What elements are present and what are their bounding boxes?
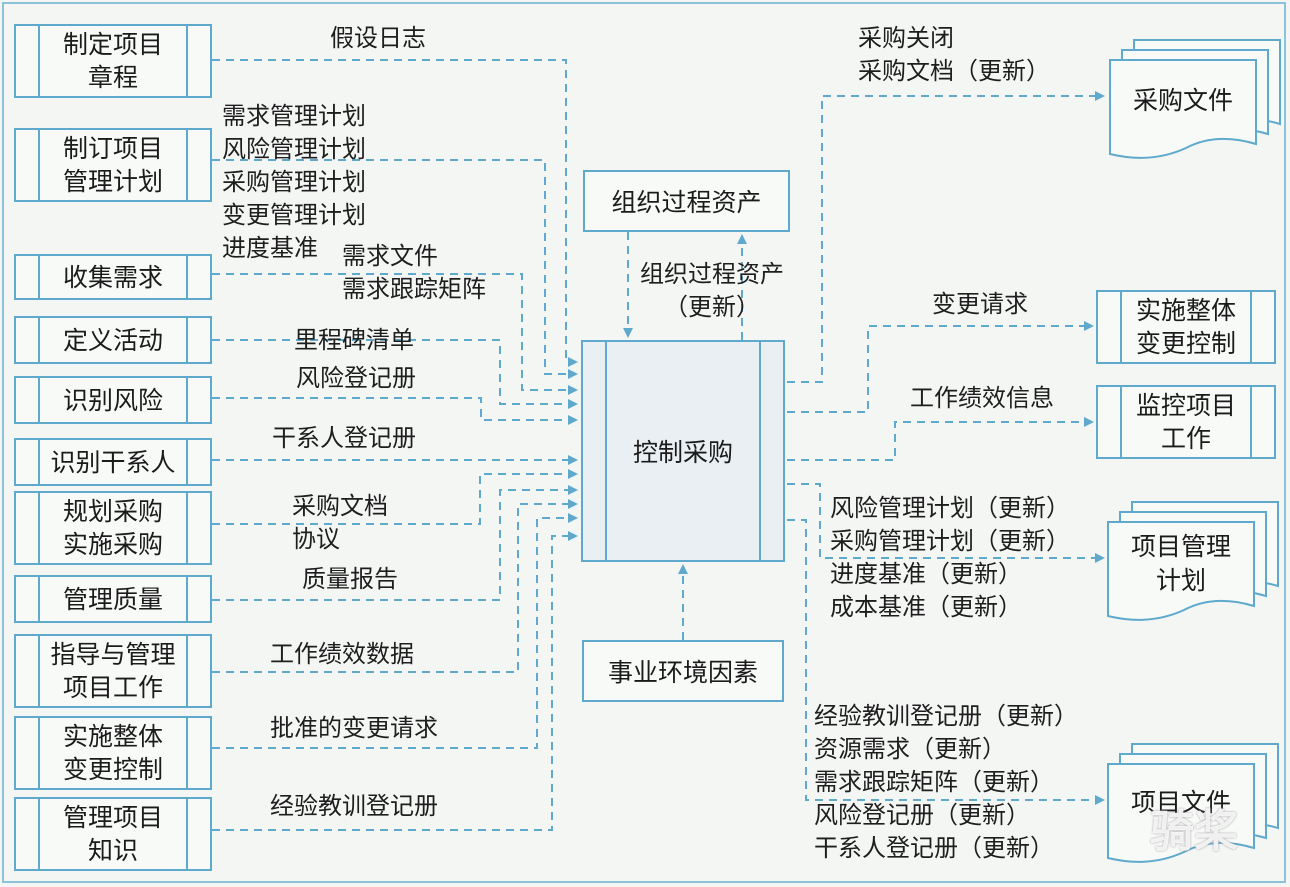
target-procurement-docs: 采购文件 (1132, 86, 1233, 115)
process-direct-manage-work: 指导与管理 项目工作 (14, 634, 212, 708)
center-process-control-procurements: 控制采购 (581, 340, 785, 562)
pm-plan-shape (1107, 501, 1279, 621)
input-line-quality (212, 485, 578, 601)
input-label-milestones: 里程碑清单 (294, 326, 414, 354)
watermark: 骑桨 (1150, 806, 1238, 857)
project-docs-shape (1107, 743, 1279, 863)
input-line-knowledge (212, 531, 578, 831)
org-assets-update-label: 组织过程资产 （更新） (640, 260, 784, 321)
process-identify-risks: 识别风险 (14, 376, 212, 424)
input-line-pmplan (212, 159, 578, 379)
input-line-charter (212, 59, 578, 367)
process-develop-charter: 制定项目 章程 (14, 24, 212, 98)
input-label-stakeholder-register: 干系人登记册 (272, 424, 416, 452)
process-plan-conduct-procurement: 规划采购 实施采购 (14, 491, 212, 565)
input-label-lessons-learned: 经验教训登记册 (270, 792, 438, 820)
target-monitor-control-work: 监控项目 工作 (1096, 385, 1276, 459)
process-identify-stakeholders: 识别干系人 (14, 438, 212, 486)
output-label-doc-updates: 经验教训登记册（更新） 资源需求（更新） 需求跟踪矩阵（更新） 风险登记册（更新… (814, 702, 1078, 862)
input-label-requirements: 需求文件 需求跟踪矩阵 (342, 242, 486, 303)
process-manage-knowledge: 管理项目 知识 (14, 797, 212, 871)
output-label-plan-updates: 风险管理计划（更新） 采购管理计划（更新） 进度基准（更新） 成本基准（更新） (830, 494, 1070, 621)
target-project-docs: 项目文件 (1130, 788, 1231, 817)
input-label-quality-reports: 质量报告 (302, 565, 398, 593)
process-collect-requirements: 收集需求 (14, 254, 212, 300)
target-perform-change-control: 实施整体 变更控制 (1096, 290, 1276, 364)
center-process-label: 控制采购 (632, 438, 733, 467)
output-line-projdocs (787, 519, 1105, 805)
output-line-pmplan (787, 483, 1105, 563)
process-define-activities: 定义活动 (14, 316, 212, 364)
input-label-risk-register: 风险登记册 (296, 364, 416, 392)
procurement-docs-shape (1109, 39, 1281, 159)
input-label-plans: 需求管理计划 风险管理计划 采购管理计划 变更管理计划 进度基准 (222, 102, 366, 262)
target-pm-plan: 项目管理 计划 (1130, 532, 1231, 595)
input-line-activities (212, 339, 578, 409)
output-line-workinfo (787, 417, 1094, 461)
input-line-change (212, 513, 578, 749)
input-label-procurement-docs: 采购文档 协议 (292, 492, 388, 553)
input-line-risks (212, 397, 578, 425)
process-develop-pm-plan: 制订项目 管理计划 (14, 128, 212, 202)
org-process-assets-box: 组织过程资产 (583, 170, 790, 232)
output-line-procdocs (787, 91, 1105, 383)
input-line-requirements (212, 273, 578, 395)
process-manage-quality: 管理质量 (14, 575, 212, 623)
input-label-approved-changes: 批准的变更请求 (270, 714, 438, 742)
output-label-work-info: 工作绩效信息 (910, 384, 1054, 412)
eef-box: 事业环境因素 (582, 640, 784, 702)
process-perform-change-control: 实施整体 变更控制 (14, 716, 212, 790)
output-label-procurement-closure: 采购关闭 采购文档（更新） (858, 24, 1050, 85)
output-label-change-requests: 变更请求 (932, 290, 1028, 318)
input-line-procurement (212, 469, 578, 525)
input-label-work-data: 工作绩效数据 (270, 640, 414, 668)
input-label-assumption-log: 假设日志 (330, 24, 426, 52)
